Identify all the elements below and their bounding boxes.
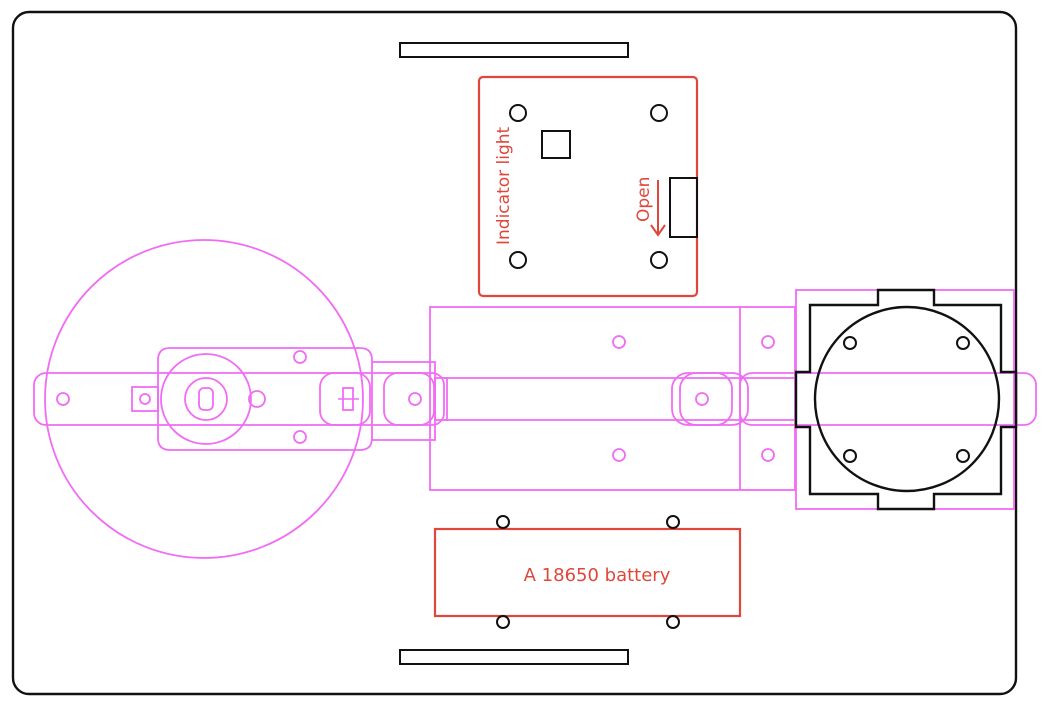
control-board: Indicator light Open [477, 75, 699, 298]
battery-mount-hole-tr [666, 515, 680, 529]
bottom-slot [399, 649, 629, 665]
servo-screw-bottom [293, 430, 307, 444]
servo-screw-top [293, 350, 307, 364]
arm-hole-left [56, 392, 70, 406]
battery-label: A 18650 battery [524, 565, 671, 586]
board-mount-hole-tr [650, 104, 668, 122]
arm-link-3 [671, 372, 749, 426]
wheel-mount-frame [795, 289, 1015, 510]
servo-arm-assembly [33, 239, 1037, 559]
servo-horn-inner [184, 377, 228, 421]
arm-link-1 [319, 372, 371, 426]
servo-arm-bar [33, 372, 445, 426]
servo-horn-outer [160, 353, 252, 445]
wheel-mount-hole-bl [843, 449, 857, 463]
battery-mount-hole-tl [496, 515, 510, 529]
arm-link-3-inner [679, 372, 733, 426]
chassis-board-outline [11, 10, 1018, 696]
universal-wheel-mount [794, 288, 1018, 511]
open-label: Open [634, 177, 654, 222]
arm-link-2-hole [408, 392, 422, 406]
arm-link-2 [383, 372, 435, 426]
power-switch [669, 177, 698, 238]
indicator-light-led [541, 130, 571, 159]
servo-flange-left [131, 386, 159, 412]
open-arrow-icon [650, 180, 666, 237]
frame-hole-top-2 [761, 335, 775, 349]
battery-outline [433, 527, 742, 618]
servo-body-outline [157, 347, 373, 451]
battery-mount-hole-bl [496, 615, 510, 629]
wheel-mount-bracket [794, 288, 1018, 511]
wheel-mount-hole-tr [956, 336, 970, 350]
board-mount-hole-bl [509, 251, 527, 269]
arm-link-3-hole [695, 392, 709, 406]
frame-hole-bottom-1 [612, 448, 626, 462]
arm-extension-joint [434, 377, 448, 421]
wheel-mount-hole-br [956, 449, 970, 463]
wheel-arm-bar [739, 372, 1037, 426]
board-mount-hole-tl [509, 104, 527, 122]
frame-hole-top-1 [612, 335, 626, 349]
top-slot [399, 42, 629, 58]
servo-flange-hole [139, 393, 151, 405]
battery-holder: A 18650 battery [433, 515, 742, 629]
servo-body-hole-right [248, 390, 266, 408]
frame-hole-bottom-2 [761, 448, 775, 462]
indicator-light-label: Indicator light [494, 126, 514, 245]
wheel-circle [813, 305, 1001, 493]
battery-mount-hole-br [666, 615, 680, 629]
wheel-mount-hole-tl [843, 336, 857, 350]
servo-shaft [198, 387, 214, 411]
board-mount-hole-br [650, 251, 668, 269]
servo-disc [44, 239, 364, 559]
